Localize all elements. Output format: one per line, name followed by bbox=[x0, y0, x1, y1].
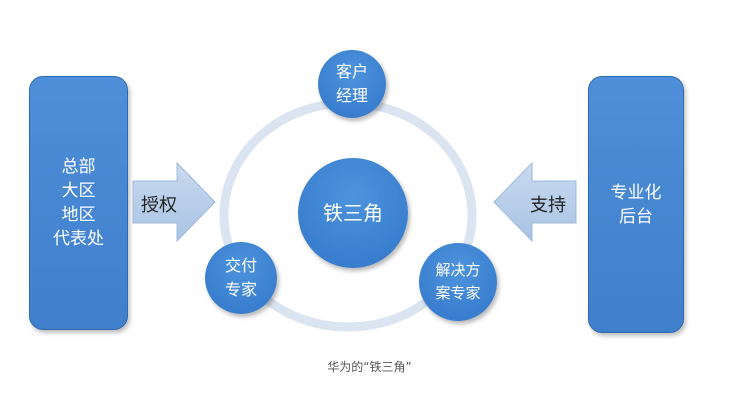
arrow-right-icon bbox=[132, 161, 216, 243]
node-solution-expert: 解决方 案专家 bbox=[419, 243, 497, 321]
node-account-manager: 客户 经理 bbox=[318, 50, 386, 118]
node-left-line-1: 交付 bbox=[224, 256, 257, 275]
hq-regions-box: 总部 大区 地区 代表处 bbox=[29, 76, 128, 330]
authorize-arrow: 授权 bbox=[131, 161, 217, 243]
node-left-line-2: 专家 bbox=[224, 280, 257, 299]
node-top-line-1: 客户 bbox=[335, 62, 368, 81]
left-box-line-3: 地区 bbox=[61, 205, 96, 225]
node-top-line-2: 经理 bbox=[335, 86, 368, 105]
left-box-line-4: 代表处 bbox=[53, 229, 104, 249]
left-box-line-2: 大区 bbox=[61, 181, 96, 201]
support-arrow: 支持 bbox=[492, 161, 578, 243]
figure-caption: 华为的“铁三角” bbox=[327, 360, 412, 374]
right-box-line-1: 专业化 bbox=[610, 182, 662, 203]
support-label: 支持 bbox=[530, 195, 566, 216]
authorize-label: 授权 bbox=[141, 195, 177, 216]
node-right-line-1: 解决方 bbox=[435, 261, 481, 279]
left-box-line-1: 总部 bbox=[61, 157, 96, 177]
right-box-line-2: 后台 bbox=[619, 206, 653, 227]
backend-support-box: 专业化 后台 bbox=[588, 76, 684, 333]
arrow-left-icon bbox=[493, 161, 577, 243]
center-label: 铁三角 bbox=[323, 201, 383, 225]
iron-triangle-center: 铁三角 bbox=[298, 158, 408, 268]
node-right-line-2: 案专家 bbox=[435, 284, 481, 302]
node-delivery-expert: 交付 专家 bbox=[205, 242, 277, 314]
